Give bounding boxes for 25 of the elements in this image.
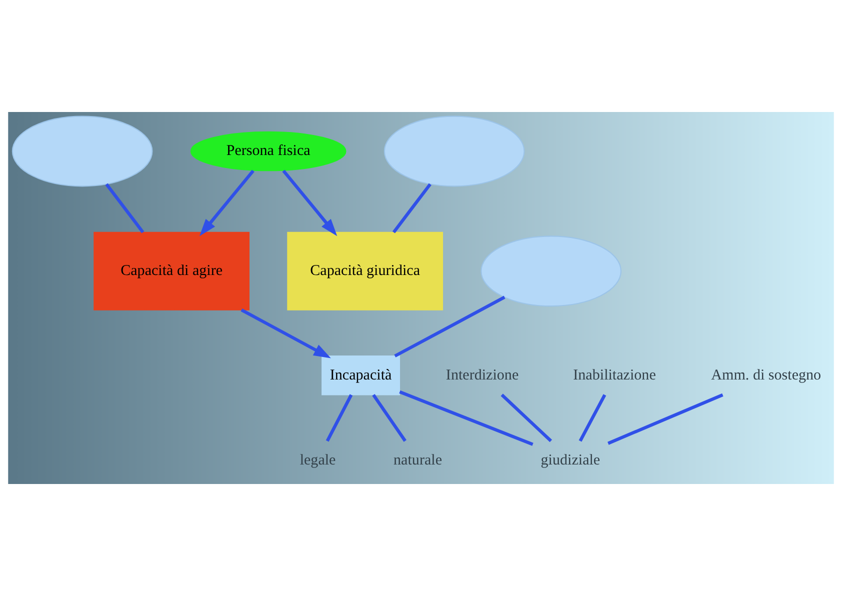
node-box: Capacità giuridica: [287, 231, 444, 310]
connector: [399, 390, 534, 446]
node-ellipse: Persona fisica: [190, 130, 346, 171]
node-ellipse: [12, 115, 153, 186]
node-text: legale: [300, 452, 336, 468]
connector: [392, 182, 432, 233]
connector: [326, 394, 353, 442]
connector: [105, 182, 144, 233]
node-text: Amm. di sostegno: [711, 366, 822, 383]
node-box: Incapacità: [322, 355, 400, 395]
node-text: giudiziale: [540, 452, 600, 468]
node-ellipse: [480, 235, 622, 306]
connector: [394, 295, 506, 357]
node-box: Capacità di agire: [94, 231, 250, 310]
connector: [500, 393, 552, 442]
node-text: Interdizione: [446, 366, 519, 383]
connector: [608, 392, 724, 444]
node-ellipse: [384, 115, 525, 186]
node-text: naturale: [394, 452, 442, 468]
node-text: Inabilitazione: [573, 366, 656, 383]
connector: [578, 394, 606, 442]
arrow: [199, 169, 254, 236]
arrow: [282, 169, 338, 236]
arrow: [240, 308, 331, 358]
connector: [372, 393, 406, 442]
